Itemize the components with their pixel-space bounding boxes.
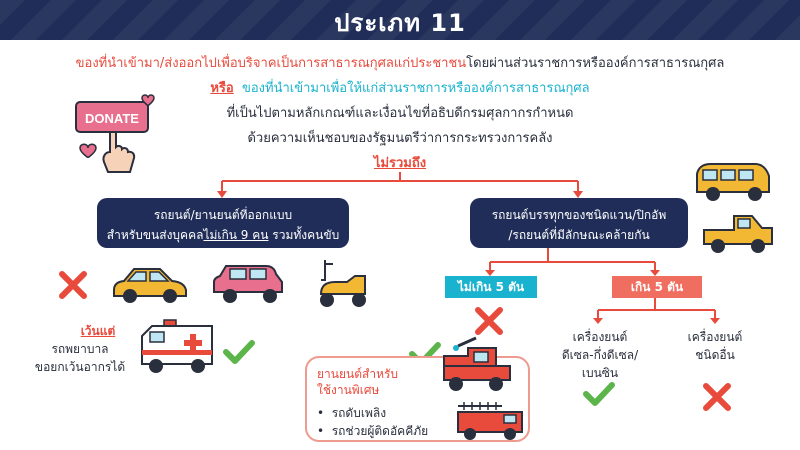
exclude-label: ไม่รวมถึง: [373, 156, 427, 171]
exception-line-2: ขอยกเว้นอากรได้: [34, 360, 126, 374]
special-vehicle-list: • รถดับเพลิง • รถช่วยผู้ติดอัคคีภัย: [317, 404, 428, 440]
truck-box-line-2: /รถยนต์ที่มีลักษณะคล้ายกัน: [508, 228, 650, 242]
over-5-ton-pill: เกิน 5 ตัน: [612, 276, 702, 298]
intro-line-2: หรือ ของที่นำเข้ามาเพื่อให้แก่ส่วนราชการ…: [0, 80, 800, 98]
diesel-line-2: ดีเซล-กึ่งดีเซล/เบนซิน: [561, 348, 639, 380]
truck-box-line-1: รถยนต์บรรทุกของชนิดแวน/ปิกอัพ: [491, 208, 667, 222]
donate-hand-icon: DONATE: [75, 94, 155, 173]
under-5-ton-pill: ไม่เกิน 5 ตัน: [445, 276, 537, 298]
pickup-truck-icon: [703, 215, 773, 253]
intro-line-1-red: ของที่นำเข้ามา/ส่งออกไปเพื่อบริจาคเป็นกา…: [75, 56, 467, 71]
hatchback-car-icon: [213, 265, 283, 303]
list-item: • รถช่วยผู้ติดอัคคีภัย: [317, 424, 429, 438]
diesel-line-1: เครื่องยนต์: [572, 330, 628, 344]
intro-line-1: ของที่นำเข้ามา/ส่งออกไปเพื่อบริจาคเป็นกา…: [0, 55, 800, 73]
passenger-box-line-2-pre: สำหรับขนส่งบุคคล: [106, 228, 204, 242]
intro-line-1-dark: โดยผ่านส่วนราชการหรือองค์การสาธารณกุศล: [466, 56, 725, 71]
cross-icon: [475, 307, 503, 335]
exception-line-1: รถพยาบาล: [51, 342, 109, 356]
sedan-car-icon: [113, 268, 187, 303]
intro-line-3: ที่เป็นไปตามหลักเกณฑ์และเงื่อนไขที่อธิบด…: [226, 106, 574, 121]
diesel-engine-note: เครื่องยนต์ ดีเซล-กึ่งดีเซล/เบนซิน: [545, 328, 655, 382]
exception-label: เว้นแต่: [80, 324, 116, 338]
header-bar: ประเภท 11: [0, 0, 800, 40]
check-icon: [223, 340, 255, 364]
or-label: หรือ: [210, 81, 234, 96]
header-pattern: [0, 0, 800, 40]
passenger-box-line-1: รถยนต์/ยานยนต์ที่ออกแบบ: [153, 208, 293, 222]
cross-icon: [59, 271, 87, 299]
check-icon: [583, 382, 615, 406]
page-title: ประเภท 11: [334, 9, 466, 37]
rescue-truck-icon: [457, 402, 523, 440]
rescue-truck-label: รถช่วยผู้ติดอัคคีภัย: [331, 424, 429, 438]
passenger-box-line-2: สำหรับขนส่งบุคคลไม่เกิน 9 คน รวมทั้งคนขั…: [103, 225, 343, 245]
donate-sign-text: DONATE: [85, 111, 139, 126]
special-vehicle-title: ยานยนต์สำหรับใช้งานพิเศษ: [317, 367, 399, 397]
van-icon: [696, 163, 770, 201]
truck-box: รถยนต์บรรทุกของชนิดแวน/ปิกอัพ /รถยนต์ที่…: [470, 198, 688, 248]
passenger-car-box: รถยนต์/ยานยนต์ที่ออกแบบ สำหรับขนส่งบุคคล…: [97, 198, 349, 248]
list-item: • รถดับเพลิง: [317, 406, 387, 420]
passenger-box-limit: ไม่เกิน 9 คน: [203, 228, 269, 242]
fire-truck-icon: [443, 336, 511, 391]
intro-line-2-cyan: ของที่นำเข้ามาเพื่อให้แก่ส่วนราชการหรืออ…: [241, 81, 590, 96]
scooter-icon: [319, 260, 366, 307]
exception-detail: รถพยาบาล ขอยกเว้นอากรได้: [20, 340, 140, 376]
other-line-2: ชนิดอื่น: [695, 348, 735, 362]
fire-truck-label: รถดับเพลิง: [331, 406, 387, 420]
other-line-1: เครื่องยนต์: [687, 330, 743, 344]
ambulance-icon: [141, 319, 213, 373]
cross-icon: [703, 383, 731, 411]
intro-line-4: ด้วยความเห็นชอบของรัฐมนตรีว่าการกระทรวงก…: [247, 131, 553, 146]
other-engine-note: เครื่องยนต์ ชนิดอื่น: [670, 328, 760, 364]
exception-note: เว้นแต่: [58, 322, 138, 340]
passenger-box-line-2-post: รวมทั้งคนขับ: [268, 228, 340, 242]
